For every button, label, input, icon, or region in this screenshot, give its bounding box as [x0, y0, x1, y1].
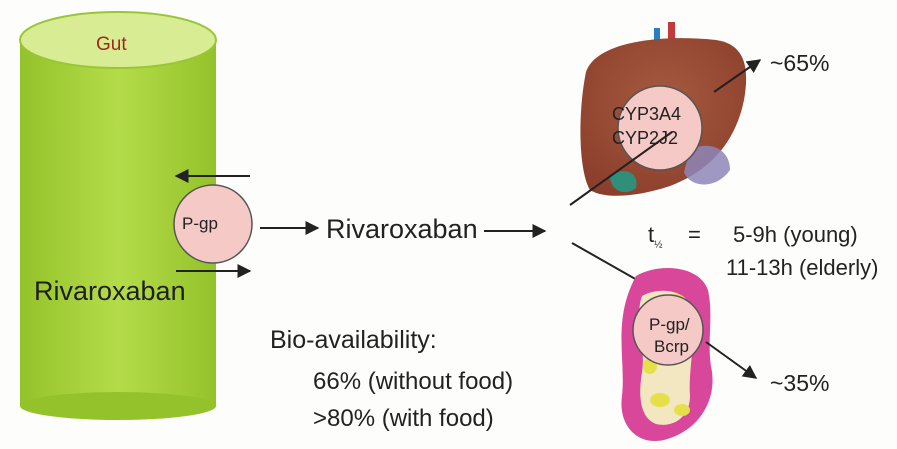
hepatic-fraction: ~65%: [770, 50, 829, 77]
bioavailability-with-food: >80% (with food): [313, 405, 494, 433]
bioavailability-without-food: 66% (without food): [313, 368, 513, 396]
pgp-label: P-gp: [182, 214, 218, 234]
half-life-symbol: t½: [648, 222, 662, 250]
half-life-young: 5-9h (young): [733, 222, 858, 248]
kidney-transporter-pgp: P-gp/: [649, 315, 690, 335]
half-life-subscript: ½: [654, 239, 662, 250]
enzyme-cyp2j2: CYP2J2: [612, 128, 678, 149]
gut-label: Gut: [96, 34, 127, 56]
center-drug-label: Rivaroxaban: [326, 214, 478, 245]
gut-drug-label: Rivaroxaban: [34, 276, 186, 307]
half-life-elderly: 11-13h (elderly): [726, 255, 878, 281]
bioavailability-title: Bio-availability:: [270, 326, 437, 355]
kidney-output-arrow: [706, 342, 756, 378]
renal-fraction: ~35%: [770, 370, 829, 397]
enzyme-cyp3a4: CYP3A4: [612, 104, 681, 125]
kidney-transporter-bcrp: Bcrp: [654, 337, 689, 357]
half-life-equals: =: [688, 222, 701, 248]
